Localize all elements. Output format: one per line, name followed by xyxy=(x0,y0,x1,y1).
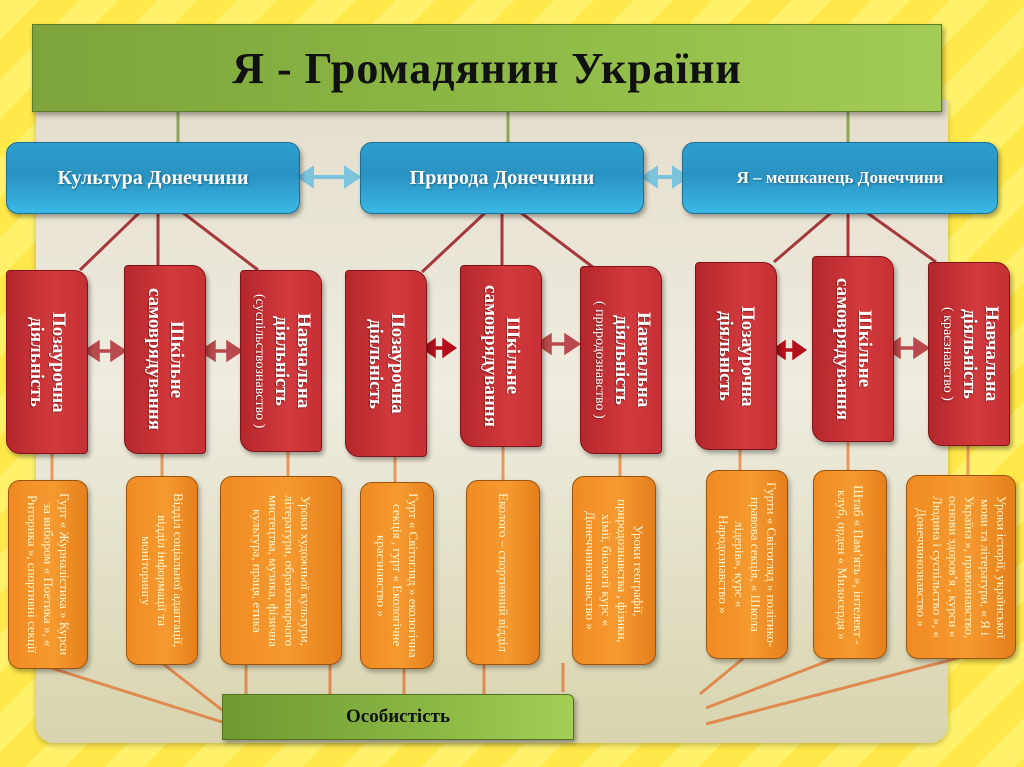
title-text: Я - Громадянин України xyxy=(232,43,742,93)
details-text: Еколого – спортивний відділ xyxy=(496,493,511,652)
activity-subtitle: ( природознавство ) xyxy=(592,301,607,419)
category-label: Природа Донеччини xyxy=(409,166,595,189)
details-text: Гурти « Світогляд » політико-правова сек… xyxy=(716,481,779,648)
category-label: Я – мешканець Донеччини xyxy=(736,168,944,187)
activity-title: Шкільне самоврядування xyxy=(832,277,875,421)
result-box: Особистість xyxy=(222,694,574,740)
details-nature-academic: Уроки географії, природознавства , фізик… xyxy=(572,476,656,665)
activity-title: Навчальна діяльність xyxy=(959,306,1002,402)
activity-nature-academic: Навчальна діяльність ( природознавство ) xyxy=(580,266,662,454)
activity-title: Шкільне самоврядування xyxy=(480,284,523,428)
details-resident-academic: Уроки історії, української мови та літер… xyxy=(906,475,1016,659)
details-text: Уроки історії, української мови та літер… xyxy=(914,495,1009,639)
category-nature: Природа Донеччини xyxy=(360,142,644,214)
details-text: Уроки географії, природознавства , фізик… xyxy=(583,498,646,643)
details-nature-extracurricular: Гурт « Світогляд » екологічна секція , г… xyxy=(360,482,434,669)
details-text: Гурт « Журналістика » Курси за вибором «… xyxy=(25,493,72,656)
activity-title: Шкільне самоврядування xyxy=(144,288,187,431)
activity-nature-self-government: Шкільне самоврядування xyxy=(460,265,542,447)
category-resident: Я – мешканець Донеччини xyxy=(682,142,998,214)
details-culture-self-government: Відділ соціальної адаптації, відділ інфо… xyxy=(126,476,198,665)
category-culture: Культура Донеччини xyxy=(6,142,300,214)
activity-subtitle: (суспільствознавство ) xyxy=(252,293,267,429)
details-nature-self-government: Еколого – спортивний відділ xyxy=(466,480,540,665)
activity-culture-self-government: Шкільне самоврядування xyxy=(124,265,206,454)
activity-title: Позаурочна діяльність xyxy=(715,305,758,407)
details-resident-extracurricular: Гурти « Світогляд » політико-правова сек… xyxy=(706,470,788,659)
result-text: Особистість xyxy=(345,706,451,727)
title-box: Я - Громадянин України xyxy=(32,24,942,112)
details-resident-self-government: Штаб « Пам’ять », інтелект - клуб, орден… xyxy=(813,470,887,659)
activity-culture-academic: Навчальна діяльність (суспільствознавство… xyxy=(240,270,322,452)
category-label: Культура Донеччини xyxy=(57,166,249,189)
details-text: Уроки художньої культури, літератури, об… xyxy=(250,494,313,647)
activity-nature-extracurricular: Позаурочна діяльність xyxy=(345,270,427,457)
activity-title: Позаурочна діяльність xyxy=(26,311,69,413)
activity-subtitle: ( краєзнавство ) xyxy=(940,307,955,401)
activity-resident-self-government: Шкільне самоврядування xyxy=(812,256,894,442)
details-text: Гурт « Світогляд » екологічна секція , г… xyxy=(374,493,421,658)
details-text: Штаб « Пам’ять », інтелект - клуб, орден… xyxy=(835,484,866,645)
activity-title: Навчальна діяльність xyxy=(611,312,654,408)
activity-title: Позаурочна діяльність xyxy=(365,313,408,414)
activity-resident-extracurricular: Позаурочна діяльність xyxy=(695,262,777,450)
details-text: Відділ соціальної адаптації, відділ інфо… xyxy=(139,493,186,648)
details-culture-extracurricular: Гурт « Журналістика » Курси за вибором «… xyxy=(8,480,88,669)
activity-title: Навчальна діяльність xyxy=(271,313,314,409)
activity-resident-academic: Навчальна діяльність ( краєзнавство ) xyxy=(928,262,1010,446)
details-culture-academic: Уроки художньої культури, літератури, об… xyxy=(220,476,342,665)
activity-culture-extracurricular: Позаурочна діяльність xyxy=(6,270,88,454)
